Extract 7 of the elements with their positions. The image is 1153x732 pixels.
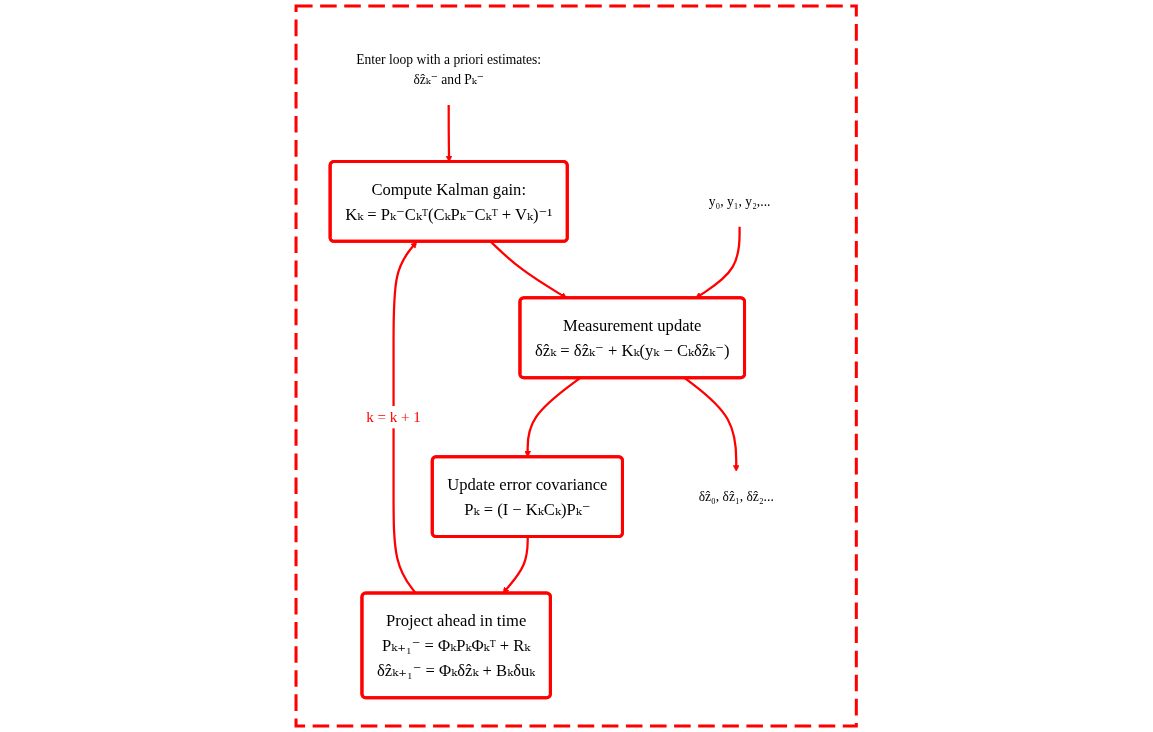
node-text: Enter loop with a priori estimates: δẑₖ⁻ and Pₖ⁻ xyxy=(356,51,542,87)
cluster xyxy=(294,4,859,728)
node-text: δẑ₀, δẑ₁, δẑ₂... xyxy=(698,488,775,504)
arrow xyxy=(684,377,740,472)
edge-label: k = k + 1 xyxy=(366,408,422,426)
node-text: y₀, y₁, y₂,... xyxy=(709,193,771,209)
arrow xyxy=(502,536,530,594)
